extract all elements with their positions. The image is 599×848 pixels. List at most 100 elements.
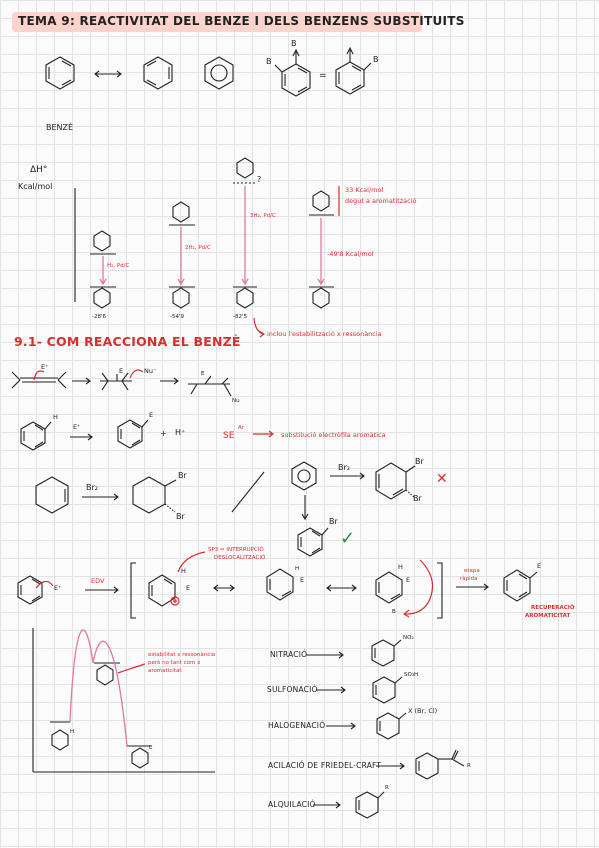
mech-res-arrow-1 [213, 584, 235, 592]
reaction-sub-4: R [467, 763, 471, 769]
e-plus-label: E⁺ [41, 363, 49, 371]
e-label: E [119, 367, 124, 375]
substituted-benzene-b [335, 46, 372, 95]
mech-res-arrow-2 [326, 584, 357, 592]
substituent-b-2: B [291, 39, 297, 48]
br2-label: Br₂ [86, 483, 98, 492]
h-plus-label: H⁺ [175, 428, 186, 437]
dibromo-cyclohexadiene [375, 462, 416, 500]
x-mark: ✕ [436, 471, 448, 487]
profile-note-1: estabilitat x ressonància [148, 652, 216, 658]
se-label: SE [223, 431, 235, 441]
recovery-2: AROMATICITAT [525, 613, 571, 619]
wheland-3 [375, 559, 434, 618]
fast-step-2: ràpida [460, 576, 478, 582]
energy-footnote: inclou l'estabilització x ressonància [267, 330, 382, 338]
reaction-sub-3: X (Br, Cl) [408, 707, 438, 715]
reaction-name-4: ACILACIÓ DE FRIEDEL-CRAFT [268, 761, 382, 770]
e-label-3: E [149, 411, 154, 419]
sear-benzene-reactant [20, 421, 93, 451]
mech-fast-arrow [456, 583, 489, 591]
mech-edv-arrow [85, 586, 119, 594]
resonance-arrow [94, 70, 122, 78]
aromatic-note-3: -49'8 Kcal/mol [327, 250, 374, 258]
energy-level-4 [309, 186, 340, 309]
profile-note-3: aromaticitat [148, 668, 182, 674]
title-highlight [12, 12, 422, 32]
recovery-1: RECUPERACIÓ [531, 605, 575, 611]
reaction-name-2: SULFONACIÓ [267, 685, 318, 694]
product-e: E [537, 562, 542, 570]
benzene-circle [204, 56, 234, 90]
mech-e-plus: E⁺ [54, 584, 62, 592]
enthalpy-value-3: -82'5 [233, 314, 247, 320]
footnote-arrow [253, 317, 264, 335]
wheland-1 [148, 551, 206, 607]
wheland2-e: E [300, 576, 305, 584]
alkene-addition [11, 369, 232, 397]
e-label-2: E [201, 371, 205, 377]
mech-product [503, 569, 538, 602]
cyclohexene [35, 476, 119, 514]
condition-2: 2H₂, Pd/C [185, 245, 211, 251]
substituent-b-1: B [266, 57, 272, 66]
wheland3-h: H [398, 563, 403, 571]
bromobenzene [297, 527, 329, 557]
mech-bracket [130, 562, 443, 619]
energy-profile [32, 628, 215, 773]
br-label-3: Br [415, 457, 424, 466]
h-label: H [53, 413, 58, 421]
br-label-4: Br [413, 494, 422, 503]
sear-benzene-product [117, 419, 149, 449]
condition-1: H₂, Pd/C [107, 263, 130, 269]
reaction-name-3: HALOGENACIÓ [268, 721, 326, 730]
wheland1-h: H [181, 567, 186, 575]
nu-minus-label: Nu⁻ [144, 367, 157, 375]
profile-note-2: però no tant com x [148, 660, 201, 666]
reaction-name-1: NITRACIÓ [270, 650, 308, 659]
wheland3-e: E [406, 576, 411, 584]
question-mark: ? [257, 175, 262, 184]
energy-level-3 [233, 157, 257, 309]
energy-ylabel-1: ΔH° [30, 165, 48, 175]
reaction-list-drawings [306, 639, 465, 819]
reaction-sub-5: R [385, 785, 389, 791]
se-sup: Ar [238, 425, 245, 431]
br-label-5: Br [329, 517, 338, 526]
enthalpy-value-1: -28'6 [92, 314, 106, 320]
check-mark: ✓ [340, 528, 356, 549]
divider-slash [231, 471, 265, 513]
wheland1-e: E [186, 584, 191, 592]
reaction-sub-1: NO₂ [403, 635, 414, 641]
br-label-1: Br [178, 471, 187, 480]
wheland2-h: H [295, 566, 300, 572]
condition-3: 3H₂, Pd/C [250, 213, 276, 219]
fast-step-1: etapa [464, 568, 480, 574]
plus-sign: + [160, 429, 167, 438]
profile-h: H [70, 729, 75, 735]
section-heading: 9.1- COM REACCIONA EL BENZÈ [14, 334, 241, 349]
mech-benzene-start [17, 575, 54, 605]
substituent-b-3: B [373, 55, 379, 64]
aromatic-note-1: 33 Kcal/mol [345, 186, 384, 194]
energy-level-1 [90, 230, 116, 309]
benzene-label: BENZÈ [46, 123, 74, 132]
energy-level-2 [169, 201, 195, 309]
benzene-bromination [291, 461, 365, 521]
wheland-2 [266, 568, 294, 601]
dibromocyclohexane [132, 476, 177, 514]
e-plus-label-2: E⁺ [73, 423, 81, 431]
sp3-note-2: DESLOCALITZACIÓ [214, 555, 266, 561]
sp3-note-1: SP3 = INTERRUPCIÓ [208, 547, 264, 553]
benzene-kekule-2 [143, 56, 173, 90]
nu-label: Nu [232, 398, 240, 404]
enthalpy-value-2: -54'9 [170, 314, 184, 320]
edv-label: EDV [91, 577, 105, 585]
energy-ylabel-2: Kcal/mol [18, 182, 53, 191]
se-description: substitució electròfila aromàtica [281, 431, 386, 439]
sear-arrow [253, 430, 274, 438]
substituted-benzene-a [274, 48, 311, 97]
benzene-kekule-1 [45, 56, 75, 90]
reaction-name-5: ALQUILACIÓ [268, 800, 316, 809]
